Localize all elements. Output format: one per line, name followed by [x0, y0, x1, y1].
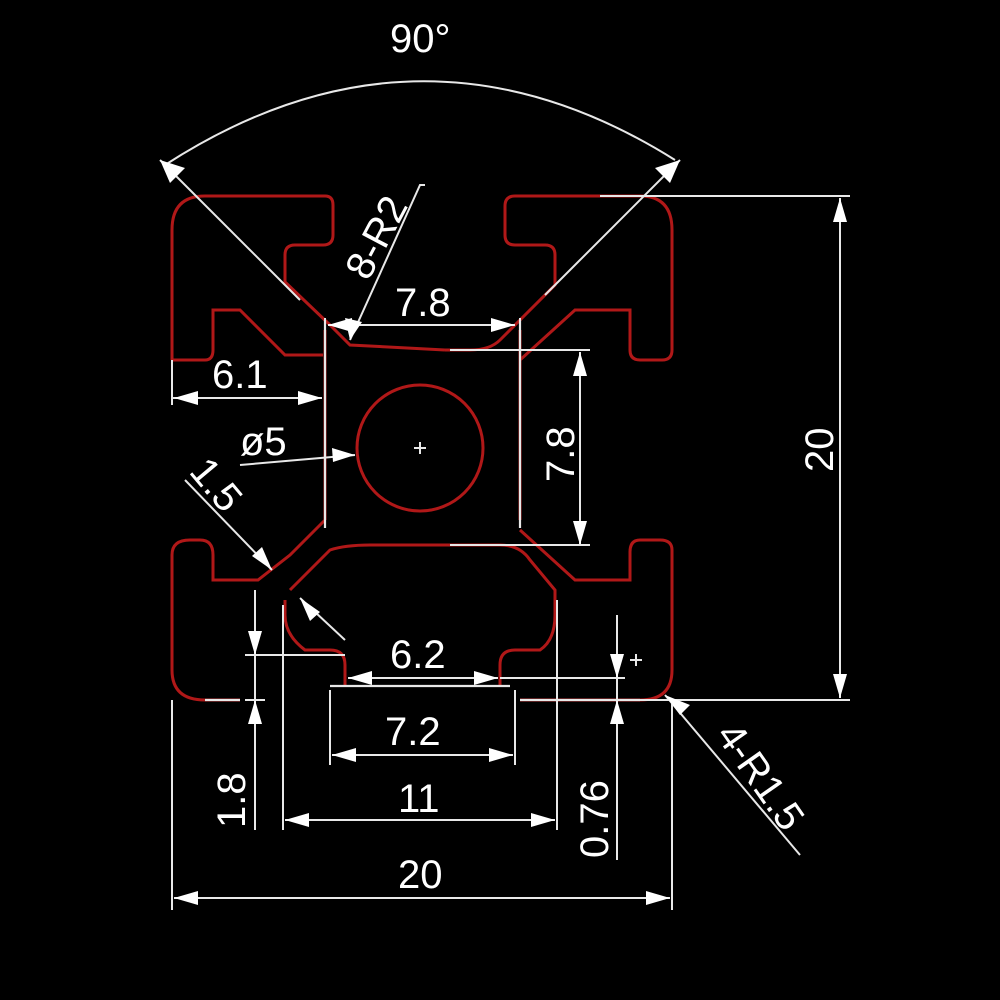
slot-side-label: 7.8 [539, 426, 583, 482]
opening-label: 6.2 [390, 633, 446, 677]
fillet-inner-label: 8-R2 [337, 189, 417, 286]
lip-offset-label: 0.76 [573, 780, 617, 858]
angle-arc [164, 80, 676, 166]
channel-width-label: 7.2 [385, 710, 441, 754]
profile-bottom-right-lobe [518, 528, 674, 702]
profile-core [323, 330, 522, 520]
slot-top-label: 7.8 [395, 281, 451, 325]
angle-label: 90° [390, 17, 451, 61]
channel-outer-label: 11 [398, 777, 440, 821]
profile-bottom-left-lobe [170, 518, 327, 702]
dimension-labels: 90° 8-R2 7.8 7.8 20 6.1 ø5 1.5 6.2 7.2 1… [181, 17, 842, 897]
lip-height-label: 1.8 [210, 772, 254, 828]
profile-top-right-lobe [518, 194, 674, 362]
corner-radius-label: 4-R1.5 [708, 715, 813, 839]
overall-height-label: 20 [798, 428, 842, 473]
bore-label: ø5 [240, 420, 287, 464]
center-bore [355, 383, 485, 513]
profile-top-left-lobe [170, 194, 446, 360]
center-mark [414, 442, 642, 666]
lip-width-label: 6.1 [212, 353, 268, 397]
profile-walls [205, 320, 640, 702]
arrowheads [160, 160, 847, 905]
overall-width-label: 20 [398, 853, 443, 897]
